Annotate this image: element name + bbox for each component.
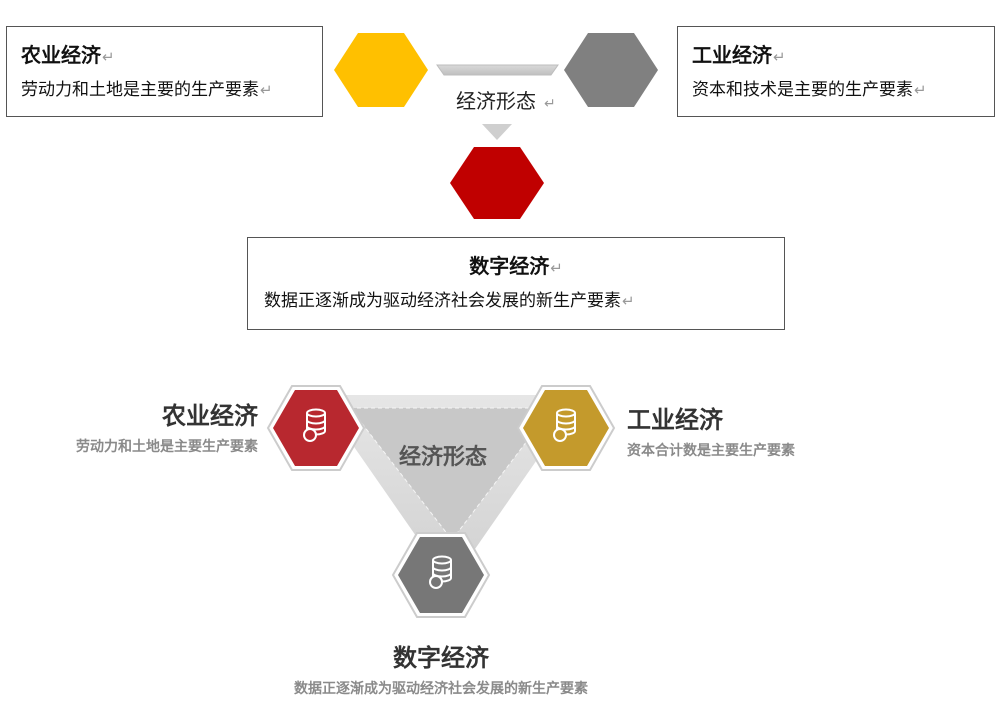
top-down-arrow [482,124,512,140]
agri-hexagon [266,385,366,471]
industrial-economy-box: 工业经济↵ 资本和技术是主要的生产要素↵ [677,26,995,117]
red-hexagon [450,147,544,219]
digital-economy-title: 数字经济 [469,254,550,278]
digital-economy-box: 数字经济↵ 数据正逐渐成为驱动经济社会发展的新生产要素↵ [247,237,785,330]
yellow-hexagon [334,33,428,107]
bottom-industrial-title: 工业经济 [627,406,723,434]
database-icon [303,408,326,442]
bottom-digital-title: 数字经济 [393,644,489,672]
bottom-agri-desc: 劳动力和土地是主要生产要素 [76,439,258,455]
bottom-center-label: 经济形态 [399,444,487,470]
bottom-industrial-desc: 资本合计数是主要生产要素 [627,443,795,459]
return-mark: ↵ [260,81,273,99]
bottom-agri-title: 农业经济 [162,402,258,430]
bottom-digital-desc: 数据正逐渐成为驱动经济社会发展的新生产要素 [294,681,588,697]
industrial-hexagon [516,385,616,471]
top-center-label: 经济形态 [456,89,536,113]
return-mark: ↵ [544,96,556,112]
return-mark: ↵ [773,48,786,66]
return-mark: ↵ [622,292,635,310]
top-connector-bar [436,64,559,76]
digital-hexagon [391,532,491,618]
grey-hexagon [564,33,658,107]
agri-economy-desc: 劳动力和土地是主要的生产要素 [21,80,259,100]
industrial-economy-desc: 资本和技术是主要的生产要素 [692,80,913,100]
return-mark: ↵ [914,81,927,99]
agri-economy-box: 农业经济↵ 劳动力和土地是主要的生产要素↵ [6,26,323,117]
industrial-economy-title: 工业经济 [692,43,772,67]
digital-economy-desc: 数据正逐渐成为驱动经济社会发展的新生产要素 [264,291,621,311]
database-icon [553,408,576,442]
return-mark: ↵ [550,259,563,277]
database-icon [429,555,452,589]
bottom-triangle-dashed [348,407,554,541]
agri-economy-title: 农业经济 [21,43,101,67]
return-mark: ↵ [102,48,115,66]
